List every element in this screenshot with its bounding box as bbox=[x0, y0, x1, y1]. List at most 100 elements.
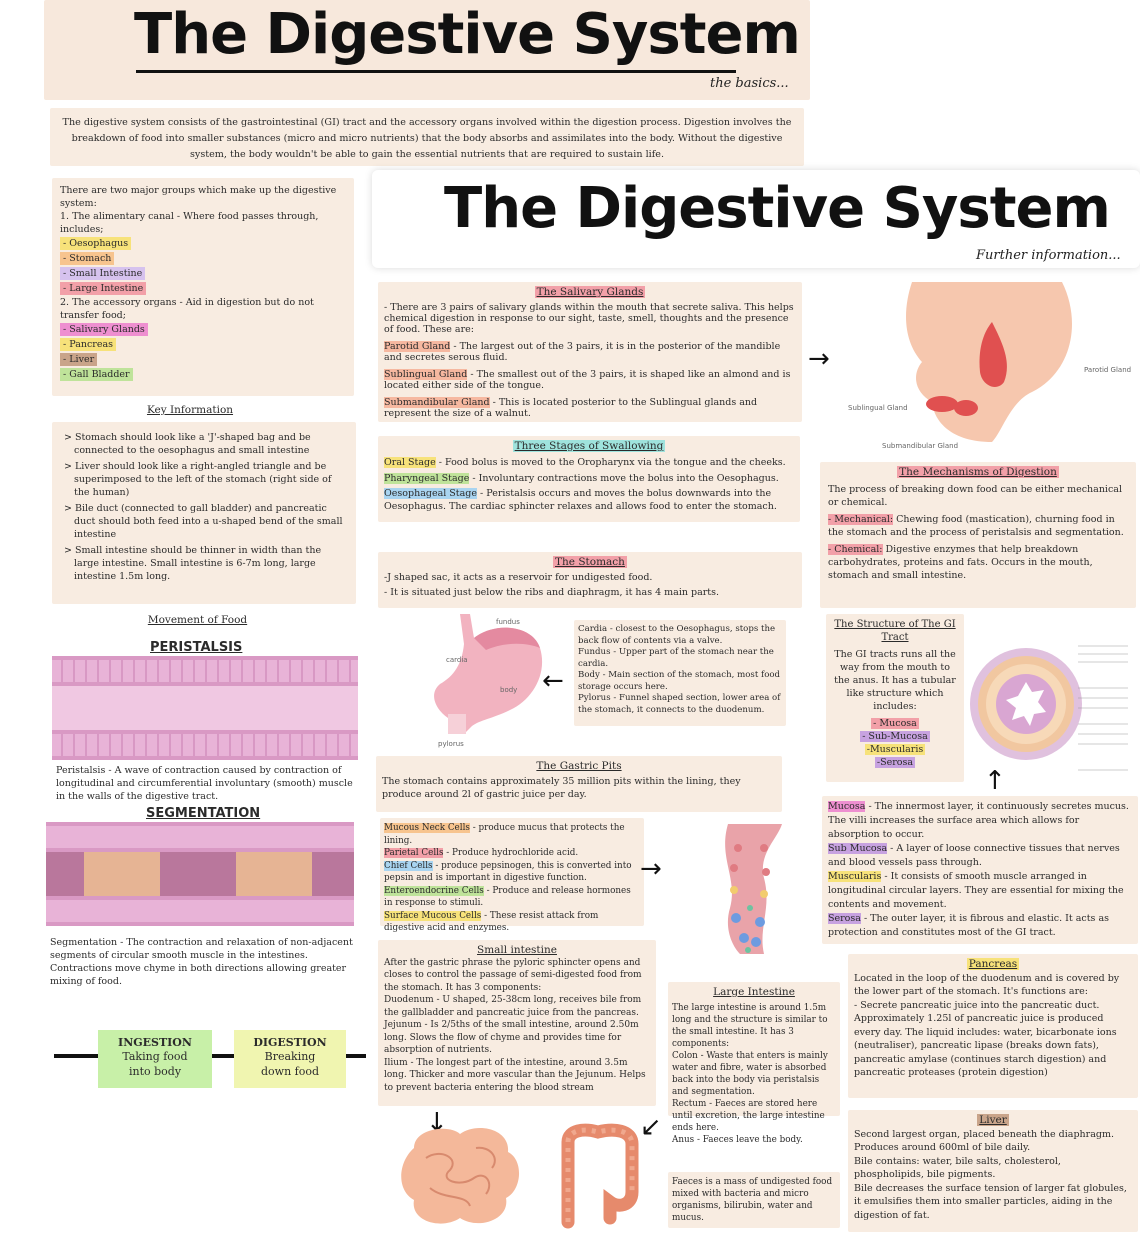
pancreas-heading: Pancreas bbox=[966, 958, 1020, 970]
group-item-large-intestine: - Large Intestine bbox=[60, 282, 147, 295]
basics-header: The Digestive System the basics... bbox=[44, 0, 810, 100]
arrow-down-left-icon: ↙ bbox=[640, 1112, 662, 1142]
liver-line: Bile decreases the surface tension of la… bbox=[854, 1182, 1127, 1221]
peristalsis-diagram bbox=[52, 656, 358, 760]
salivary-intro: - There are 3 pairs of salivary glands w… bbox=[384, 302, 794, 335]
gastric-cell-name: Enteroendocrine Cells bbox=[384, 885, 484, 896]
key-info-point: > Stomach should look like a 'J'-shaped … bbox=[64, 432, 311, 456]
fundus-label: fundus bbox=[496, 618, 520, 626]
group-item-small-intestine: - Small Intestine bbox=[60, 267, 146, 280]
salivary-item-text: - This is located posterior to the Subli… bbox=[384, 397, 758, 419]
gastric-cell-text: - Produce and release hormones in respon… bbox=[384, 885, 631, 909]
salivary-item-text: - The smallest out of the 3 pairs, it is… bbox=[384, 369, 791, 391]
gastric-cell-text: - produce mucus that protects the lining… bbox=[384, 823, 625, 846]
chemical-label: - Chemical: bbox=[828, 544, 883, 555]
pancreas-card: Pancreas Located in the loop of the duod… bbox=[848, 954, 1138, 1098]
salivary-item-name: Submandibular Gland bbox=[384, 397, 490, 408]
chemical-text: Digestive enzymes that help breakdown ca… bbox=[828, 544, 1093, 581]
mechanisms-intro: The process of breaking down food can be… bbox=[828, 484, 1122, 508]
swallowing-stage-name: Pharyngeal Stage bbox=[384, 473, 470, 484]
basics-intro: The digestive system consists of the gas… bbox=[50, 108, 804, 166]
peristalsis-text: Peristalsis - A wave of contraction caus… bbox=[56, 765, 353, 802]
swallowing-stage-text: - Involuntary contractions move the bolu… bbox=[469, 473, 779, 484]
gastric-cell-text: - Produce hydrochloride acid. bbox=[443, 848, 579, 858]
gi-details-card: Mucosa - The innermost layer, it continu… bbox=[822, 796, 1138, 944]
large-intestine-part: Rectum - Faeces are stored here until ex… bbox=[672, 1099, 825, 1133]
liver-line: Second largest organ, placed beneath the… bbox=[854, 1128, 1114, 1140]
large-intestine-footer-card: Faeces is a mass of undigested food mixe… bbox=[668, 1172, 840, 1228]
arrow-right-icon: → bbox=[640, 854, 662, 884]
small-intestine-part: Ilium - The longest part of the intestin… bbox=[384, 1057, 646, 1093]
gi-layer-muscularis: -Muscularis bbox=[864, 744, 926, 755]
salivary-item-text: - The largest out of the 3 pairs, it is … bbox=[384, 341, 781, 363]
large-intestine-diagram bbox=[554, 1122, 644, 1230]
gastric-cell-name: Chief Cells bbox=[384, 860, 433, 871]
gi-detail-text: - The innermost layer, it continuously s… bbox=[828, 801, 1129, 840]
gi-layer-submucosa: - Sub-Mucosa bbox=[860, 731, 930, 742]
alimentary-heading: 1. The alimentary canal - Where food pas… bbox=[60, 211, 319, 235]
accessory-heading: 2. The accessory organs - Aid in digesti… bbox=[60, 297, 314, 321]
gi-tract-heading: The Structure of The GI Tract bbox=[834, 619, 956, 643]
small-intestine-part: Jejunum - Is 2/5ths of the small intesti… bbox=[384, 1020, 639, 1055]
gastric-cell-text: - produce pepsinogen, this is converted … bbox=[384, 860, 632, 884]
parotid-label: Parotid Gland bbox=[1084, 366, 1131, 374]
large-intestine-text: The large intestine is around 1.5m long … bbox=[672, 1003, 828, 1049]
gi-detail-name: Muscularis bbox=[828, 871, 882, 882]
page-title: The Digestive System bbox=[134, 2, 801, 67]
arrow-right-icon: → bbox=[808, 344, 830, 374]
large-intestine-part: Colon - Waste that enters is mainly wate… bbox=[672, 1051, 828, 1097]
key-info-heading: Key Information bbox=[146, 404, 234, 416]
pylorus-label: pylorus bbox=[438, 740, 464, 748]
small-intestine-part: Duodenum - U shaped, 25-38cm long, recei… bbox=[384, 995, 642, 1018]
stomach-heading: The Stomach bbox=[553, 556, 627, 568]
groups-intro: There are two major groups which make up… bbox=[60, 185, 337, 209]
gi-tract-card: The Structure of The GI Tract The GI tra… bbox=[826, 614, 964, 782]
liver-line: Produces around 600ml of bile daily. bbox=[854, 1142, 1031, 1153]
gastric-cell-name: Mucous Neck Cells bbox=[384, 823, 470, 833]
title-underline bbox=[136, 70, 736, 73]
stomach-card: The Stomach -J shaped sac, it acts as a … bbox=[378, 552, 802, 608]
pancreas-text: Located in the loop of the duodenum and … bbox=[854, 972, 1120, 998]
salivary-item-name: Sublingual Gland bbox=[384, 369, 468, 380]
stomach-line: -J shaped sac, it acts as a reservoir fo… bbox=[384, 572, 653, 583]
process-step-ingestion: INGESTION Taking food into body bbox=[98, 1030, 212, 1088]
group-item-liver: - Liver bbox=[60, 353, 98, 366]
mechanisms-heading: The Mechanisms of Digestion bbox=[897, 466, 1059, 478]
further-subtitle: Further information... bbox=[976, 248, 1121, 263]
small-intestine-heading: Small intestine bbox=[477, 944, 557, 956]
liver-card: Liver Second largest organ, placed benea… bbox=[848, 1110, 1138, 1232]
segmentation-title: SEGMENTATION bbox=[146, 806, 261, 821]
gi-tract-text: The GI tracts runs all the way from the … bbox=[834, 649, 956, 712]
gi-detail-name: Sub Mucosa bbox=[828, 843, 888, 854]
large-intestine-part: Anus - Faeces leave the body. bbox=[672, 1135, 803, 1145]
swallowing-stage-name: Oral Stage bbox=[384, 457, 436, 468]
process-step-title: INGESTION bbox=[118, 1036, 192, 1049]
key-info-point: > Small intestine should be thinner in w… bbox=[64, 545, 322, 582]
mechanisms-card: The Mechanisms of Digestion The process … bbox=[820, 462, 1136, 608]
arrow-up-icon: ↑ bbox=[984, 766, 1006, 796]
process-step-text: Breaking down food bbox=[260, 1050, 320, 1078]
peristalsis-title: PERISTALSIS bbox=[150, 640, 243, 655]
stomach-parts-card: Cardia - closest to the Oesophagus, stop… bbox=[574, 620, 786, 726]
mechanical-label: - Mechanical: bbox=[828, 514, 894, 525]
group-item-oesophagus: - Oesophagus bbox=[60, 237, 132, 250]
arrow-left-icon: ← bbox=[542, 666, 564, 696]
gastric-pits-card: The Gastric Pits The stomach contains ap… bbox=[376, 756, 782, 812]
swallowing-card: Three Stages of Swallowing Oral Stage - … bbox=[378, 436, 800, 522]
salivary-item-name: Parotid Gland bbox=[384, 341, 451, 352]
segmentation-diagram bbox=[46, 822, 354, 926]
key-info-point: > Liver should look like a right-angled … bbox=[64, 461, 332, 498]
swallowing-stage-text: - Peristalsis occurs and moves the bolus… bbox=[384, 488, 777, 512]
gastric-pits-heading: The Gastric Pits bbox=[536, 760, 622, 772]
body-label: body bbox=[500, 686, 517, 694]
salivary-card: The Salivary Glands - There are 3 pairs … bbox=[378, 282, 802, 422]
group-item-salivary: - Salivary Glands bbox=[60, 323, 148, 336]
page-subtitle: the basics... bbox=[710, 76, 789, 91]
liver-line: Bile contains: water, bile salts, choles… bbox=[854, 1155, 1061, 1181]
small-intestine-card: Small intestine After the gastric phrase… bbox=[378, 940, 656, 1106]
gi-layer-serosa: -Serosa bbox=[874, 757, 916, 768]
large-intestine-heading: Large Intestine bbox=[713, 986, 795, 998]
gi-cross-section-diagram bbox=[968, 632, 1132, 780]
gi-detail-text: - It consists of smooth muscle arranged … bbox=[828, 871, 1124, 910]
gastric-cells-card: Mucous Neck Cells - produce mucus that p… bbox=[380, 818, 644, 933]
